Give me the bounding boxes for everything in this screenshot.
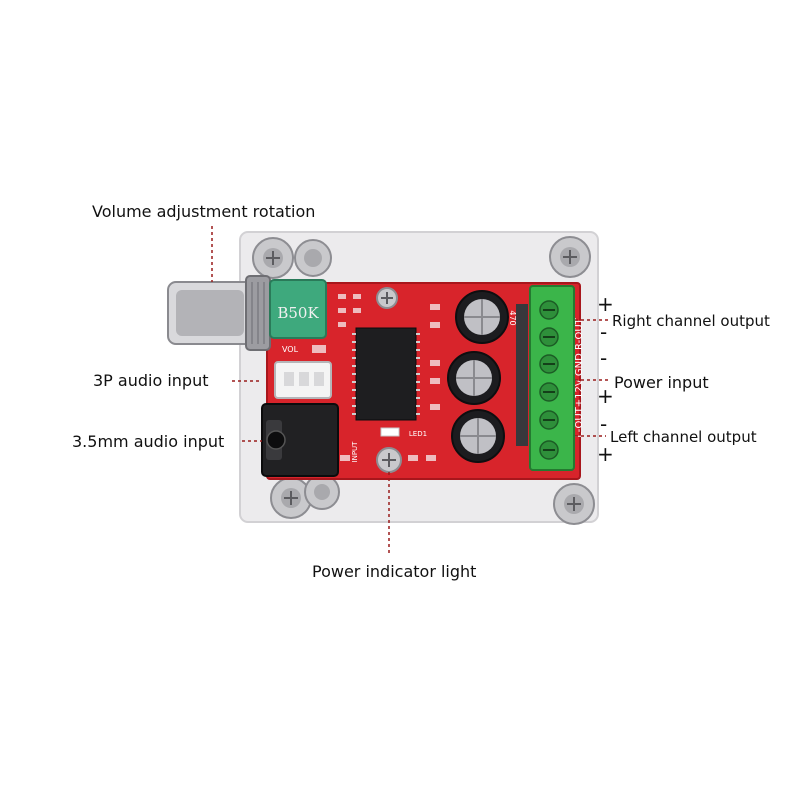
label-left-channel-output: Left channel output [610,428,757,446]
potentiometer-body [269,279,327,339]
left-out-minus-sign: - [600,412,608,436]
corner-screw-bottom-right [553,483,595,525]
capacitor-1 [455,290,509,344]
volume-knob [167,275,271,351]
pcb-mounting-hole [376,287,398,309]
pcb-center-screw [376,447,402,473]
capacitor-3 [451,409,505,463]
power-in-plus-sign: + [597,384,614,408]
label-3.5mm-audio-input: 3.5mm audio input [72,432,225,451]
terminal-silkscreen: L-OUT+12V GND R-OUT [574,317,585,437]
pot-marking: B50K [277,304,319,322]
label-right-channel-output: Right channel output [612,312,770,330]
power-led [380,427,400,437]
heatsink [516,304,528,446]
label-power-indicator-light: Power indicator light [312,562,477,581]
corner-screw-bottom-left-2 [304,474,340,510]
corner-screw-top-middle [294,239,332,277]
3p-audio-connector [274,361,332,399]
smd-components [312,294,440,461]
label-volume-adjustment: Volume adjustment rotation [92,202,316,221]
corner-screw-bottom-left [270,477,312,519]
label-power-input: Power input [614,373,709,392]
power-in-minus-sign: - [600,346,608,370]
cap-rating: 470 [508,310,517,325]
capacitor-2 [447,351,501,405]
label-3p-audio-input: 3P audio input [93,371,209,390]
corner-screw-top-left [252,237,294,279]
3.5mm-audio-jack [261,403,339,477]
leader-lines [211,226,610,556]
vol-silkscreen: VOL [282,345,299,354]
right-out-plus-sign: + [597,292,614,316]
input-silkscreen: INPUT [351,441,359,463]
amplifier-chip [352,327,420,421]
right-out-minus-sign: - [600,320,608,344]
left-out-plus-sign: + [597,442,614,466]
screw-terminal-block [529,285,575,471]
led-silkscreen: LED1 [409,430,427,438]
corner-screw-top-right [549,236,591,278]
